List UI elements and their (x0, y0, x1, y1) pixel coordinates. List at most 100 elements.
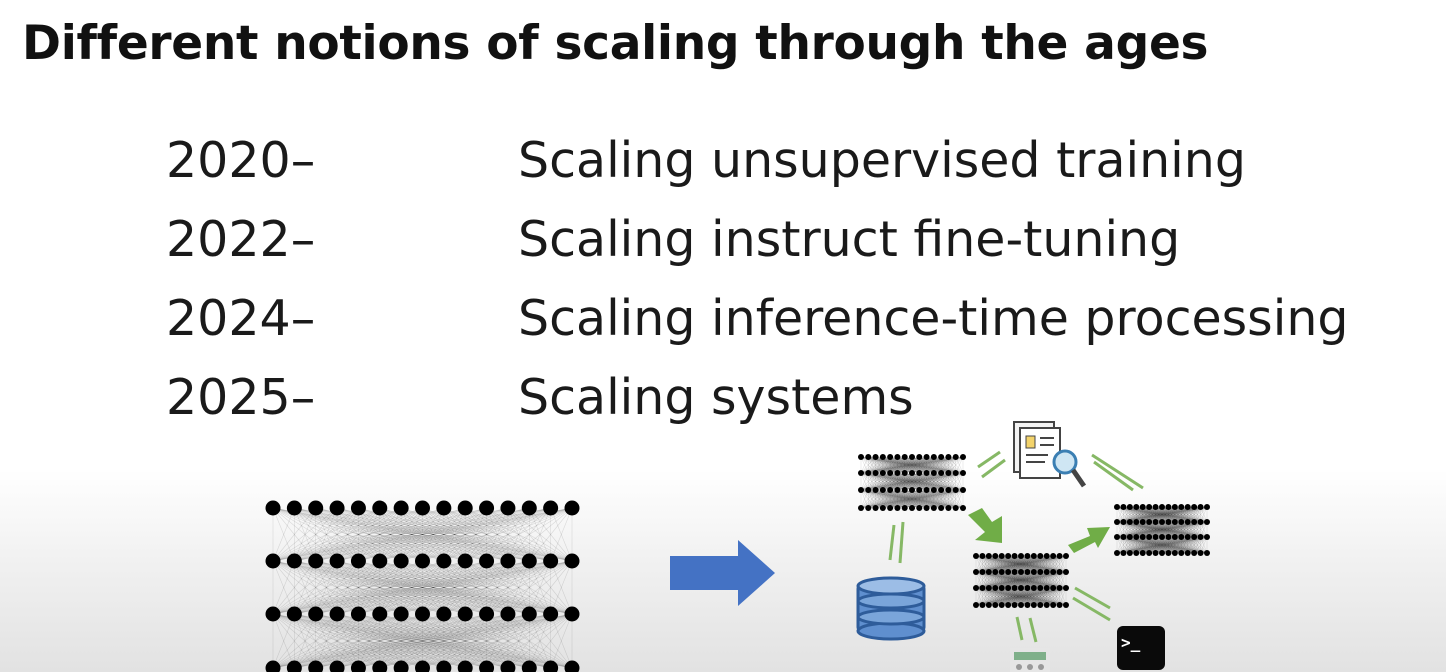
neuron (265, 553, 281, 569)
neuron (938, 454, 945, 460)
neuron (930, 505, 937, 511)
neuron (1126, 519, 1133, 525)
neuron (1133, 550, 1140, 556)
neuron (938, 470, 945, 476)
neuron (457, 553, 473, 569)
neuron (901, 470, 908, 476)
neuron (500, 553, 516, 569)
neuron (1146, 534, 1153, 540)
neuron (1191, 504, 1198, 510)
neuron (979, 585, 986, 591)
neuron (286, 553, 302, 569)
neuron (952, 487, 959, 493)
neuron (901, 505, 908, 511)
big-green-arrow (968, 508, 1002, 543)
neuron (1114, 519, 1120, 525)
neuron (1018, 569, 1024, 575)
neuron (564, 553, 580, 569)
neuron (1159, 504, 1165, 510)
neuron (960, 487, 966, 493)
neuron (265, 606, 281, 622)
neuron (1178, 504, 1185, 510)
neuron (1139, 534, 1146, 540)
neuron (329, 660, 345, 672)
neuron (923, 470, 930, 476)
neuron (960, 470, 966, 476)
neuron (952, 505, 959, 511)
neuron (1133, 519, 1140, 525)
neuron (436, 500, 452, 516)
neuron (543, 660, 559, 672)
neuron (1184, 519, 1191, 525)
neuron (960, 505, 966, 511)
neuron (1037, 569, 1044, 575)
row-text: Scaling inference-time processing (518, 290, 1349, 347)
neuron (909, 454, 915, 460)
neuron (1120, 550, 1127, 556)
neuron (1120, 519, 1127, 525)
neuron (1171, 534, 1178, 540)
row-year: 2020– (166, 132, 316, 189)
neuron (457, 500, 473, 516)
neuron (1011, 585, 1018, 591)
neuron (858, 470, 864, 476)
neuron (916, 454, 923, 460)
neuron (998, 602, 1005, 608)
neuron (521, 606, 537, 622)
neuron (1043, 585, 1050, 591)
neuron (521, 500, 537, 516)
svg-text:>_: >_ (1121, 633, 1141, 652)
neuron (1126, 550, 1133, 556)
neuron (1184, 550, 1191, 556)
neuron (916, 487, 923, 493)
neuron (1126, 504, 1133, 510)
neuron (308, 553, 324, 569)
neuron (998, 585, 1005, 591)
terminal-icon: >_ (1117, 626, 1165, 670)
neuron (1197, 504, 1204, 510)
neuron (887, 487, 894, 493)
neuron (286, 606, 302, 622)
neuron (909, 470, 915, 476)
neuron (1063, 585, 1069, 591)
neuron (985, 569, 992, 575)
neuron (1152, 504, 1159, 510)
neuron (1152, 534, 1159, 540)
neuron (979, 569, 986, 575)
neuron (1197, 519, 1204, 525)
neuron (945, 470, 952, 476)
neuron (1159, 550, 1165, 556)
neuron (1030, 569, 1037, 575)
neuron (1159, 519, 1165, 525)
neuron (564, 606, 580, 622)
neuron (998, 553, 1005, 559)
neuron (1037, 585, 1044, 591)
neuron (973, 553, 979, 559)
neuron (1171, 519, 1178, 525)
neuron (1024, 602, 1031, 608)
neuron (879, 454, 886, 460)
neuron (1197, 550, 1204, 556)
neuron (1146, 504, 1153, 510)
neuron (992, 553, 999, 559)
neuron (938, 487, 945, 493)
neuron (479, 553, 495, 569)
neuron (923, 454, 930, 460)
neuron (1030, 602, 1037, 608)
neuron (1063, 569, 1069, 575)
neuron (1018, 553, 1024, 559)
neuron (436, 553, 452, 569)
neuron (415, 606, 430, 622)
neuron (1165, 534, 1172, 540)
neuron (1050, 585, 1057, 591)
neuron (858, 454, 864, 460)
neuron (393, 553, 409, 569)
neuron (872, 470, 879, 476)
neuron (872, 487, 879, 493)
database-icon (856, 576, 926, 641)
neuron (393, 660, 409, 672)
neuron (1197, 534, 1204, 540)
neuron (1024, 585, 1031, 591)
row-text: Scaling unsupervised training (518, 132, 1246, 189)
